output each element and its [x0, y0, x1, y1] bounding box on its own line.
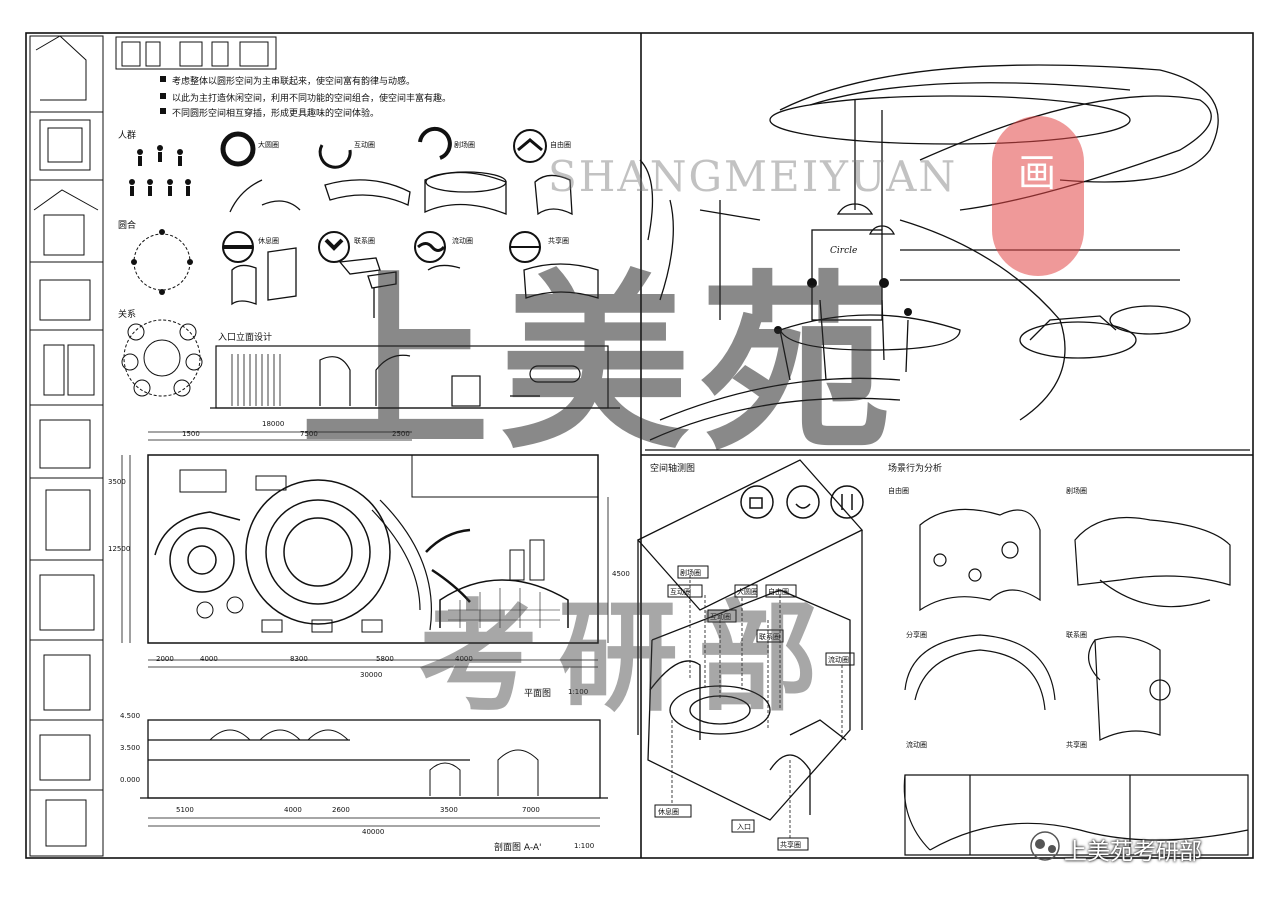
space-analysis-heading: 场景行为分析 — [888, 464, 943, 474]
design-note-3: 不同圆形空间相互穿插，形成更具趣味的空间体验。 — [172, 109, 380, 119]
circle-type-label: 流动圈 — [452, 237, 473, 245]
space-analysis-sketches — [903, 508, 1249, 856]
footer-brand-text: 上美苑考研部 — [1064, 839, 1202, 865]
people-circle-diagram — [133, 233, 191, 291]
circle-type-label: 大圆圈 — [258, 141, 279, 149]
design-note-1: 考虑整体以圆形空间为主串联起来，使空间富有韵律与动感。 — [172, 77, 416, 87]
section-scale: 1:100 — [574, 842, 595, 850]
axon-label: 流动圈 — [828, 656, 849, 664]
seal-stamp — [992, 116, 1084, 276]
axon-label: 互动圈 — [710, 613, 731, 621]
circle-type-label: 自由圈 — [550, 141, 571, 149]
design-note-2: 以此为主打造休闲空间，利用不同功能的空间组合，使空间丰富有趣。 — [172, 94, 452, 104]
board-frame — [25, 32, 1254, 859]
brand-watermark-secondary: 考研部 — [418, 587, 838, 728]
axon-label: 休息圈 — [658, 808, 679, 816]
footer-badge — [1030, 831, 1060, 861]
axonometric-drawing — [636, 459, 864, 851]
axon-heading: 空间轴测图 — [650, 464, 696, 474]
plan-heading: 平面图 — [524, 689, 552, 699]
dim-bottom-3: 8300 — [290, 655, 308, 663]
level-mark-1: 4.500 — [120, 712, 141, 720]
dim-bottom-total: 30000 — [360, 671, 383, 679]
dim-left-total: 12500 — [108, 545, 131, 553]
relation-label: 关系 — [118, 310, 137, 320]
circle-type-label: 联系圈 — [354, 237, 375, 245]
axon-label: 互动圈 — [670, 588, 691, 596]
dim-bottom-4: 5800 — [376, 655, 394, 663]
latin-watermark: SHANGMEIYUAN — [548, 152, 958, 201]
entrance-elevation — [210, 345, 620, 409]
dim-left-a: 3500 — [108, 478, 126, 486]
people-icons — [129, 145, 191, 196]
sec-dim-d: 3500 — [440, 806, 458, 814]
circle-type-label: 剧场圈 — [454, 141, 475, 149]
axon-label: 自由圈 — [768, 588, 789, 596]
elevation-heading: 入口立面设计 — [218, 333, 273, 343]
level-mark-2: 3.500 — [120, 744, 141, 752]
zone-label: 流动圈 — [906, 741, 927, 749]
sec-dim-total: 40000 — [362, 828, 385, 836]
dim-right-a: 4500 — [612, 570, 630, 578]
circle-type-label: 共享圈 — [548, 237, 569, 245]
perspective-figures — [774, 278, 912, 334]
circle-type-label: 互动圈 — [354, 141, 375, 149]
zone-label: 共享圈 — [1066, 741, 1087, 749]
circle-type-icons — [220, 126, 547, 263]
zone-label: 剧场圈 — [1066, 487, 1087, 495]
sec-dim-e: 7000 — [522, 806, 540, 814]
function-icons — [740, 485, 864, 519]
sec-dim-a: 5100 — [176, 806, 194, 814]
note-bullets — [160, 76, 166, 114]
floor-plan — [147, 454, 599, 644]
dim-top-total: 18000 — [262, 420, 285, 428]
section-drawing — [140, 719, 608, 827]
circle-3d-sketches — [229, 171, 599, 318]
people-circle-dots — [131, 229, 193, 295]
sec-dim-c: 2600 — [332, 806, 350, 814]
zone-label: 联系圈 — [1066, 631, 1087, 639]
left-facade-strip — [29, 35, 104, 857]
relation-diagram — [121, 319, 203, 397]
dim-bottom-2: 4000 — [200, 655, 218, 663]
plan-dimensions — [121, 431, 609, 668]
top-elevation-thumb — [115, 36, 277, 70]
axon-label: 大圆圈 — [737, 588, 758, 596]
perspective-sign: Circle — [830, 246, 858, 256]
interior-perspective — [639, 64, 1250, 451]
axon-label: 共享圈 — [780, 841, 801, 849]
dim-top-a: 1500 — [182, 430, 200, 438]
dim-top-b: 7500 — [300, 430, 318, 438]
axon-entry-label: 入口 — [737, 823, 751, 831]
plan-scale: 1:100 — [568, 688, 589, 696]
dim-bottom-1: 2000 — [156, 655, 174, 663]
seal-character: 画 — [1018, 151, 1057, 195]
dim-top-c: 2500 — [392, 430, 410, 438]
dim-bottom-5: 4000 — [455, 655, 473, 663]
axon-label: 剧场圈 — [680, 569, 701, 577]
brand-watermark-large: 上美苑 — [300, 252, 901, 475]
person-label: 人群 — [118, 131, 137, 141]
sec-dim-b: 4000 — [284, 806, 302, 814]
circle-type-label: 休息圈 — [258, 237, 279, 245]
circle-label: 圆合 — [118, 221, 137, 231]
zone-label: 分享圈 — [906, 631, 927, 639]
axon-label: 联系圈 — [759, 633, 780, 641]
zone-label: 自由圈 — [888, 487, 909, 495]
level-mark-3: 0.000 — [120, 776, 141, 784]
section-heading: 剖面图 A-A' — [494, 843, 542, 853]
